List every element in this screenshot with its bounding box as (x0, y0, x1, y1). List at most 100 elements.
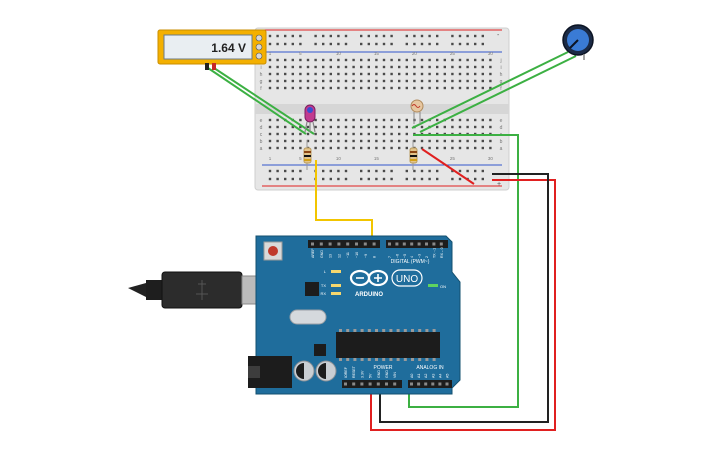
usb-cable[interactable] (128, 271, 263, 309)
multimeter[interactable]: 1.64 V (157, 29, 267, 70)
header-pin[interactable] (410, 382, 413, 386)
header-pin[interactable] (424, 382, 428, 386)
header-pin[interactable] (363, 242, 367, 246)
chip-pin (346, 329, 350, 332)
terminal-hole (306, 65, 310, 69)
header-pin[interactable] (352, 382, 356, 386)
terminal-hole (344, 125, 348, 129)
terminal-hole (329, 118, 332, 122)
led-highlight (307, 107, 313, 113)
photoresistor[interactable] (410, 99, 424, 124)
digital-header-left[interactable] (308, 240, 380, 248)
resistor-2[interactable] (409, 140, 418, 170)
multimeter-terminal-v[interactable] (255, 43, 263, 51)
terminal-hole (413, 79, 416, 83)
multimeter-probe-wire-2[interactable] (213, 67, 315, 135)
header-pin[interactable] (425, 242, 428, 246)
header-pin[interactable] (368, 382, 372, 386)
terminal-hole (276, 125, 279, 129)
terminal-hole (329, 79, 332, 83)
breadboard-jumper-red[interactable] (421, 148, 475, 185)
header-pin[interactable] (417, 242, 421, 246)
multimeter-probe-wire-1[interactable] (207, 67, 307, 135)
reset-button[interactable] (268, 246, 278, 256)
column-number: 1 (269, 51, 272, 56)
terminal-hole (474, 72, 477, 76)
ground-wire[interactable] (379, 173, 549, 423)
header-pin[interactable] (432, 242, 436, 246)
digital-header-right[interactable] (386, 240, 448, 248)
power-wire-5v[interactable] (370, 179, 556, 431)
header-pin[interactable] (417, 382, 421, 386)
power-header[interactable] (342, 380, 402, 388)
header-pin[interactable] (360, 382, 364, 386)
header-pin[interactable] (410, 242, 414, 246)
header-pin[interactable] (311, 242, 314, 246)
analog-header[interactable] (408, 380, 452, 388)
header-pin[interactable] (372, 242, 376, 246)
row-letter: g (500, 79, 503, 85)
led-label-tx: TX (321, 283, 326, 288)
row-letter: h (260, 72, 263, 78)
terminal-hole (314, 58, 317, 62)
header-pin[interactable] (439, 242, 443, 246)
pot-wire-2[interactable] (419, 55, 577, 133)
multimeter-terminal-a[interactable] (255, 34, 263, 42)
terminal-hole (306, 132, 310, 136)
terminal-hole (489, 146, 492, 150)
terminal-hole (413, 139, 416, 143)
terminal-hole (322, 118, 325, 122)
digital-pin-label: 13 (329, 254, 333, 258)
power-header-label: POWER (374, 365, 393, 371)
header-pin[interactable] (438, 382, 442, 386)
terminal-hole (291, 72, 294, 76)
rgb-led[interactable] (304, 104, 316, 133)
header-pin[interactable] (328, 242, 332, 246)
terminal-hole (436, 86, 439, 90)
resistor-1[interactable] (303, 140, 312, 170)
resistor-1-band (304, 159, 311, 161)
analog-signal-wire[interactable] (408, 134, 519, 408)
header-pin[interactable] (385, 382, 388, 386)
potentiometer[interactable] (562, 24, 594, 60)
header-pin[interactable] (393, 382, 397, 386)
header-pin[interactable] (376, 382, 380, 386)
digital-pin-label: AREF (311, 248, 315, 258)
chip-pin (403, 329, 407, 332)
multimeter-terminal-com[interactable] (255, 52, 263, 60)
terminal-hole (420, 146, 424, 150)
rail-hole (413, 169, 416, 173)
led-label-l: L (324, 269, 327, 274)
terminal-hole (284, 125, 287, 129)
rail-hole (420, 177, 424, 181)
terminal-hole (390, 132, 393, 136)
header-pin[interactable] (431, 382, 435, 386)
terminal-hole (329, 72, 332, 76)
header-pin[interactable] (355, 242, 358, 246)
terminal-hole (451, 79, 454, 83)
header-pin[interactable] (337, 242, 341, 246)
header-pin[interactable] (346, 242, 350, 246)
microcontroller-chip (336, 332, 440, 358)
terminal-hole (344, 86, 348, 90)
terminal-hole (390, 139, 393, 143)
power-jack-socket (248, 366, 260, 378)
rail-hole (360, 34, 363, 38)
digital-pin-label: 12 (337, 254, 341, 258)
header-pin[interactable] (344, 382, 347, 386)
header-pin[interactable] (388, 242, 391, 246)
usb-cable-end (128, 283, 146, 297)
breadboard[interactable]: - + jjiihhggffeeddccbbaa 115510101515202… (254, 27, 510, 191)
rail-hole (382, 34, 386, 38)
header-pin[interactable] (445, 382, 449, 386)
header-pin[interactable] (395, 242, 399, 246)
arduino-uno[interactable]: L TX RX ON ARDUINO UNO DIGITAL (PWM~) PO… (248, 235, 461, 395)
digital-signal-wire[interactable] (315, 160, 373, 244)
header-pin[interactable] (319, 242, 323, 246)
pot-wire-1[interactable] (411, 51, 569, 129)
terminal-hole (436, 79, 439, 83)
column-number: 10 (336, 51, 342, 56)
terminal-hole (299, 132, 302, 136)
terminal-hole (344, 132, 348, 136)
header-pin[interactable] (402, 242, 406, 246)
